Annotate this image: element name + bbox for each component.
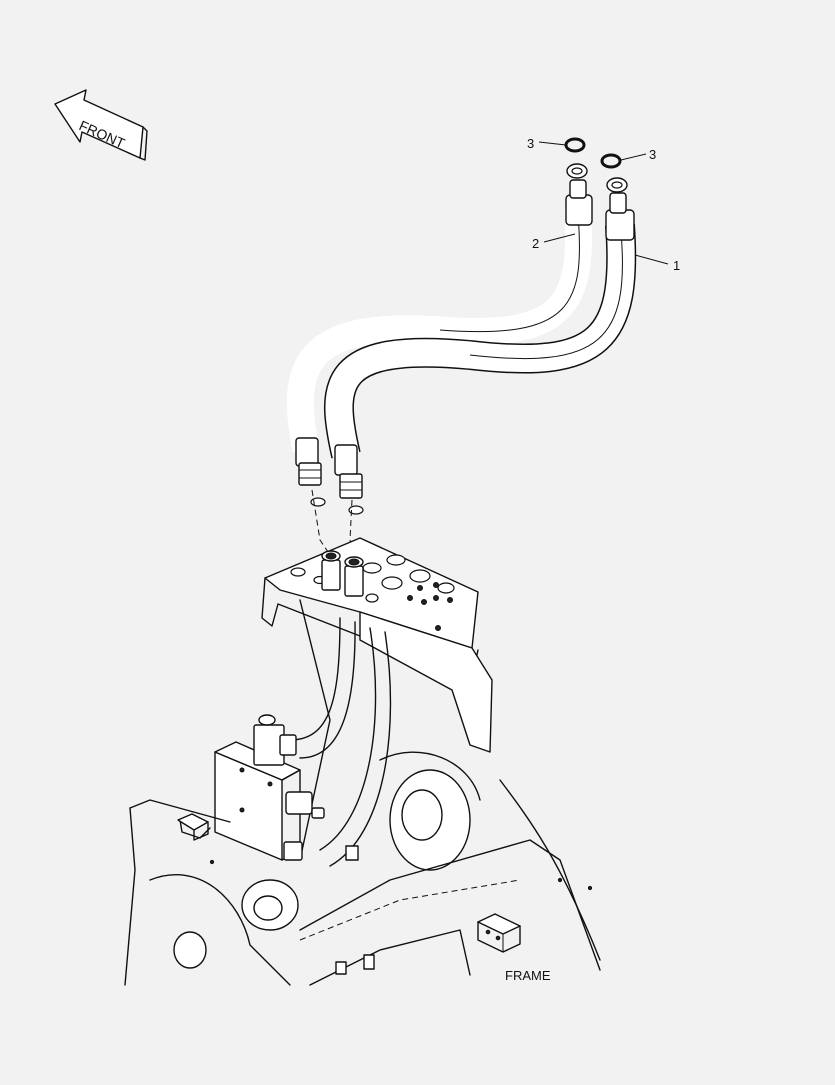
frame	[124, 751, 601, 986]
callout-3-right: 3	[649, 147, 656, 162]
assembly-line-right	[349, 499, 357, 566]
o-ring-right	[600, 153, 622, 169]
frame-label: FRAME	[505, 968, 551, 983]
adapter-right	[344, 556, 364, 597]
frame-hole	[173, 931, 207, 969]
adapter-left	[321, 550, 341, 591]
o-ring-left	[564, 137, 586, 153]
lower-hose-b-inner	[329, 631, 392, 867]
lower-hose-a-inner	[299, 621, 356, 759]
front-arrow: FRONT	[54, 89, 148, 161]
valve-block	[214, 714, 325, 861]
hose-left	[286, 209, 593, 453]
fitting-hose-right-top	[605, 177, 635, 241]
hose-right	[323, 223, 637, 459]
lower-hose-a	[289, 617, 341, 741]
lower-hose-b	[319, 627, 377, 851]
leader-2	[543, 233, 576, 243]
frame-block	[477, 913, 521, 935]
leader-3-left	[538, 141, 567, 146]
o-ring-lower-left	[310, 497, 326, 507]
assembly-line-left	[311, 489, 331, 556]
fitting-hose-right-bottom	[334, 444, 363, 499]
callout-2: 2	[532, 236, 539, 251]
mounting-bracket	[261, 537, 493, 861]
leader-1	[634, 254, 669, 265]
callout-3-left: 3	[527, 136, 534, 151]
callout-1: 1	[673, 258, 680, 273]
fitting-hose-left-top	[565, 163, 593, 226]
o-ring-lower-right	[348, 505, 364, 515]
fitting-hose-left-bottom	[295, 437, 322, 486]
leader-3-right	[620, 153, 647, 161]
